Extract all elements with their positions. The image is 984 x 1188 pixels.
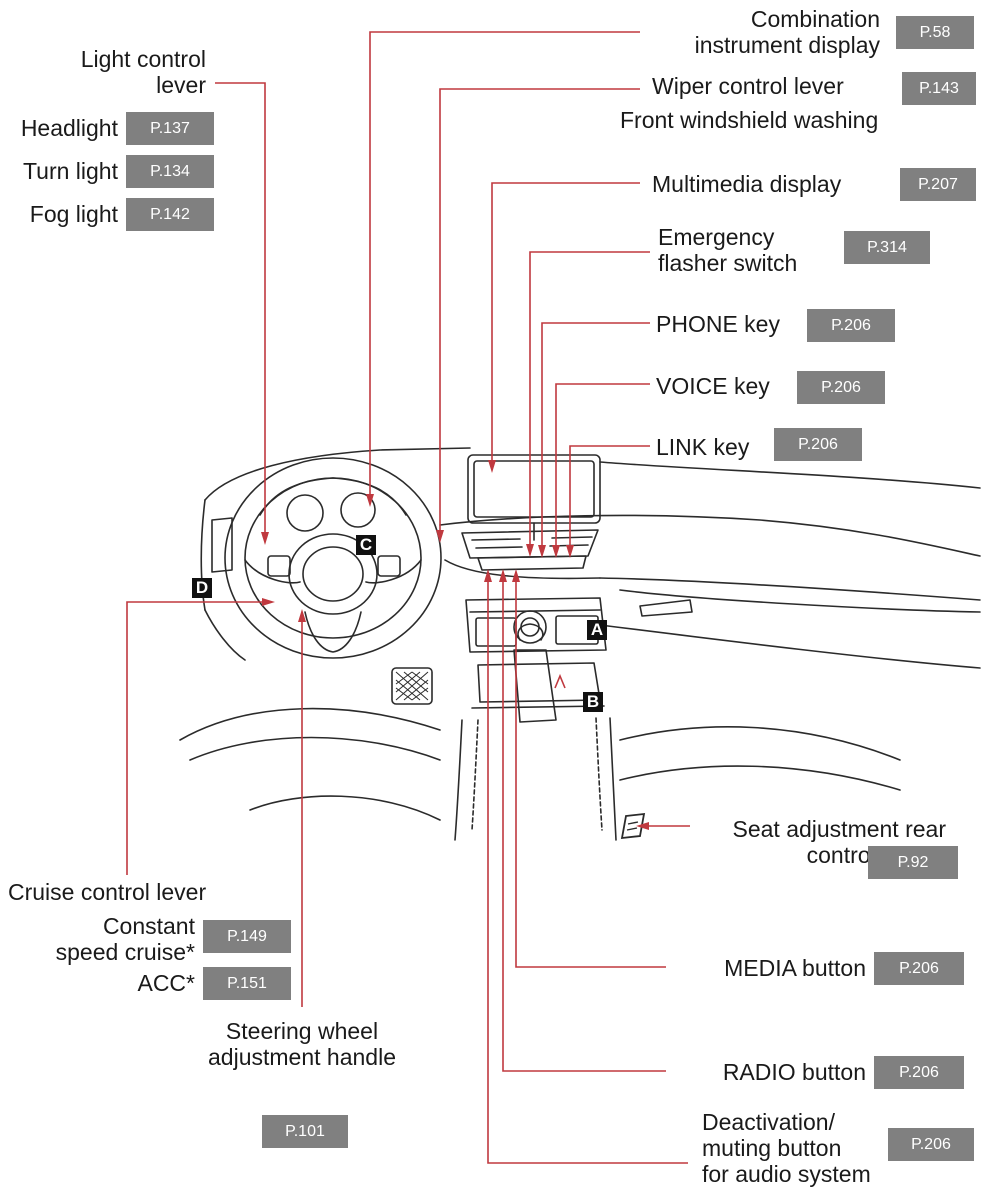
media-button-label: MEDIA button	[724, 955, 866, 981]
marker-a: A	[587, 620, 607, 640]
leader-emergency-flasher	[530, 252, 650, 552]
turn-light-page-badge[interactable]: P.134	[126, 155, 214, 188]
marker-c: C	[356, 535, 376, 555]
acc-page-badge[interactable]: P.151	[203, 967, 291, 1000]
constant-speed-page-badge[interactable]: P.149	[203, 920, 291, 953]
steering-adjust-page-badge[interactable]: P.101	[262, 1115, 348, 1148]
headlight-page-badge[interactable]: P.137	[126, 112, 214, 145]
radio-button-label: RADIO button	[723, 1059, 866, 1085]
wiper-lever-label: Wiper control lever	[652, 73, 844, 99]
fog-light-page-badge[interactable]: P.142	[126, 198, 214, 231]
fog-light-label: Fog light	[30, 201, 118, 227]
leader-combination-display	[370, 32, 640, 502]
combination-display-page-badge[interactable]: P.58	[896, 16, 974, 49]
leader-cruise	[127, 602, 270, 875]
marker-b: B	[583, 692, 603, 712]
headlight-label: Headlight	[21, 115, 118, 141]
media-button-page-badge[interactable]: P.206	[874, 952, 964, 985]
voice-key-page-badge[interactable]: P.206	[797, 371, 885, 404]
voice-key-label: VOICE key	[656, 373, 770, 399]
phone-key-label: PHONE key	[656, 311, 780, 337]
wiper-lever-page-badge[interactable]: P.143	[902, 72, 976, 105]
radio-button-page-badge[interactable]: P.206	[874, 1056, 964, 1089]
link-key-page-badge[interactable]: P.206	[774, 428, 862, 461]
brake-pedal-icon	[392, 668, 432, 704]
mute-button-page-badge[interactable]: P.206	[888, 1128, 974, 1161]
multimedia-display-page-badge[interactable]: P.207	[900, 168, 976, 201]
marker-d: D	[192, 578, 212, 598]
link-key-label: LINK key	[656, 434, 749, 460]
multimedia-display-label: Multimedia display	[652, 171, 841, 197]
turn-light-label: Turn light	[23, 158, 118, 184]
emergency-flasher-page-badge[interactable]: P.314	[844, 231, 930, 264]
leader-multimedia	[492, 183, 640, 468]
cruise-lever-label: Cruise control lever	[8, 879, 206, 905]
leader-light-control	[215, 83, 265, 540]
seat-adjustment-page-badge[interactable]: P.92	[868, 846, 958, 879]
leader-wiper	[440, 89, 640, 538]
wiper-sublabel: Front windshield washing	[620, 107, 878, 133]
phone-key-page-badge[interactable]: P.206	[807, 309, 895, 342]
leader-phone	[542, 323, 650, 553]
acc-label: ACC*	[137, 970, 195, 996]
